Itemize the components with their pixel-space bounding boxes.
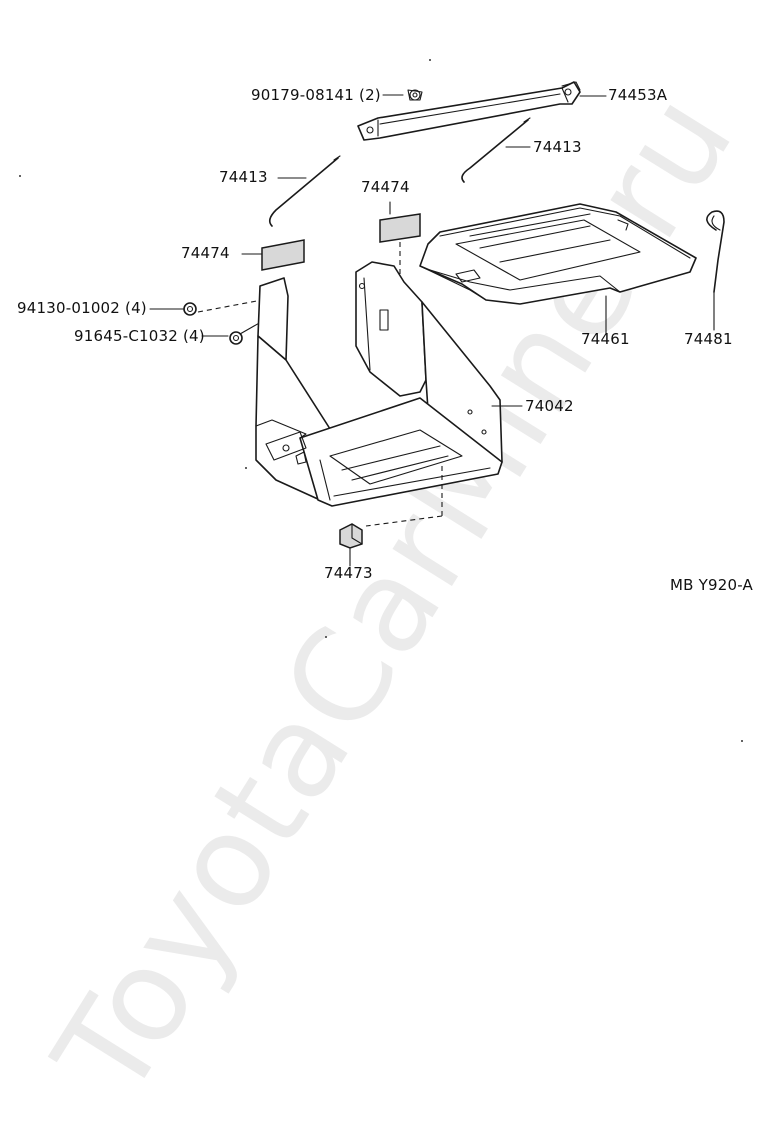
battery-carrier-74042: [255, 261, 523, 527]
label-74474-left: 74474: [181, 244, 230, 262]
label-74473: 74473: [324, 564, 373, 582]
hold-down-bolt-74413-right: [461, 117, 531, 183]
cable-74481: [706, 210, 725, 331]
nut-90179-08141: [382, 89, 423, 101]
label-74413-left: 74413: [219, 168, 268, 186]
label-91645-c1032: 91645-C1032 (4): [74, 327, 205, 345]
tray-cover-74461: [419, 203, 697, 335]
label-74481: 74481: [684, 330, 733, 348]
nut-94130-01002: [149, 299, 263, 316]
label-90179-08141: 90179-08141 (2): [251, 86, 381, 104]
pad-74473: [339, 523, 363, 567]
label-74413-right: 74413: [533, 138, 582, 156]
specks: [19, 59, 743, 742]
label-74453a: 74453A: [608, 86, 668, 104]
label-74042: 74042: [525, 397, 574, 415]
label-94130-01002: 94130-01002 (4): [17, 299, 147, 317]
parts-diagram: [19, 59, 743, 742]
diagram-code: MB Y920-A: [670, 576, 753, 594]
label-74474-upper: 74474: [361, 178, 410, 196]
hold-down-bolt-74413-left: [268, 155, 341, 227]
battery-clamp-74453a: [357, 81, 581, 141]
label-74461: 74461: [581, 330, 630, 348]
pad-74474-left: [241, 239, 305, 271]
